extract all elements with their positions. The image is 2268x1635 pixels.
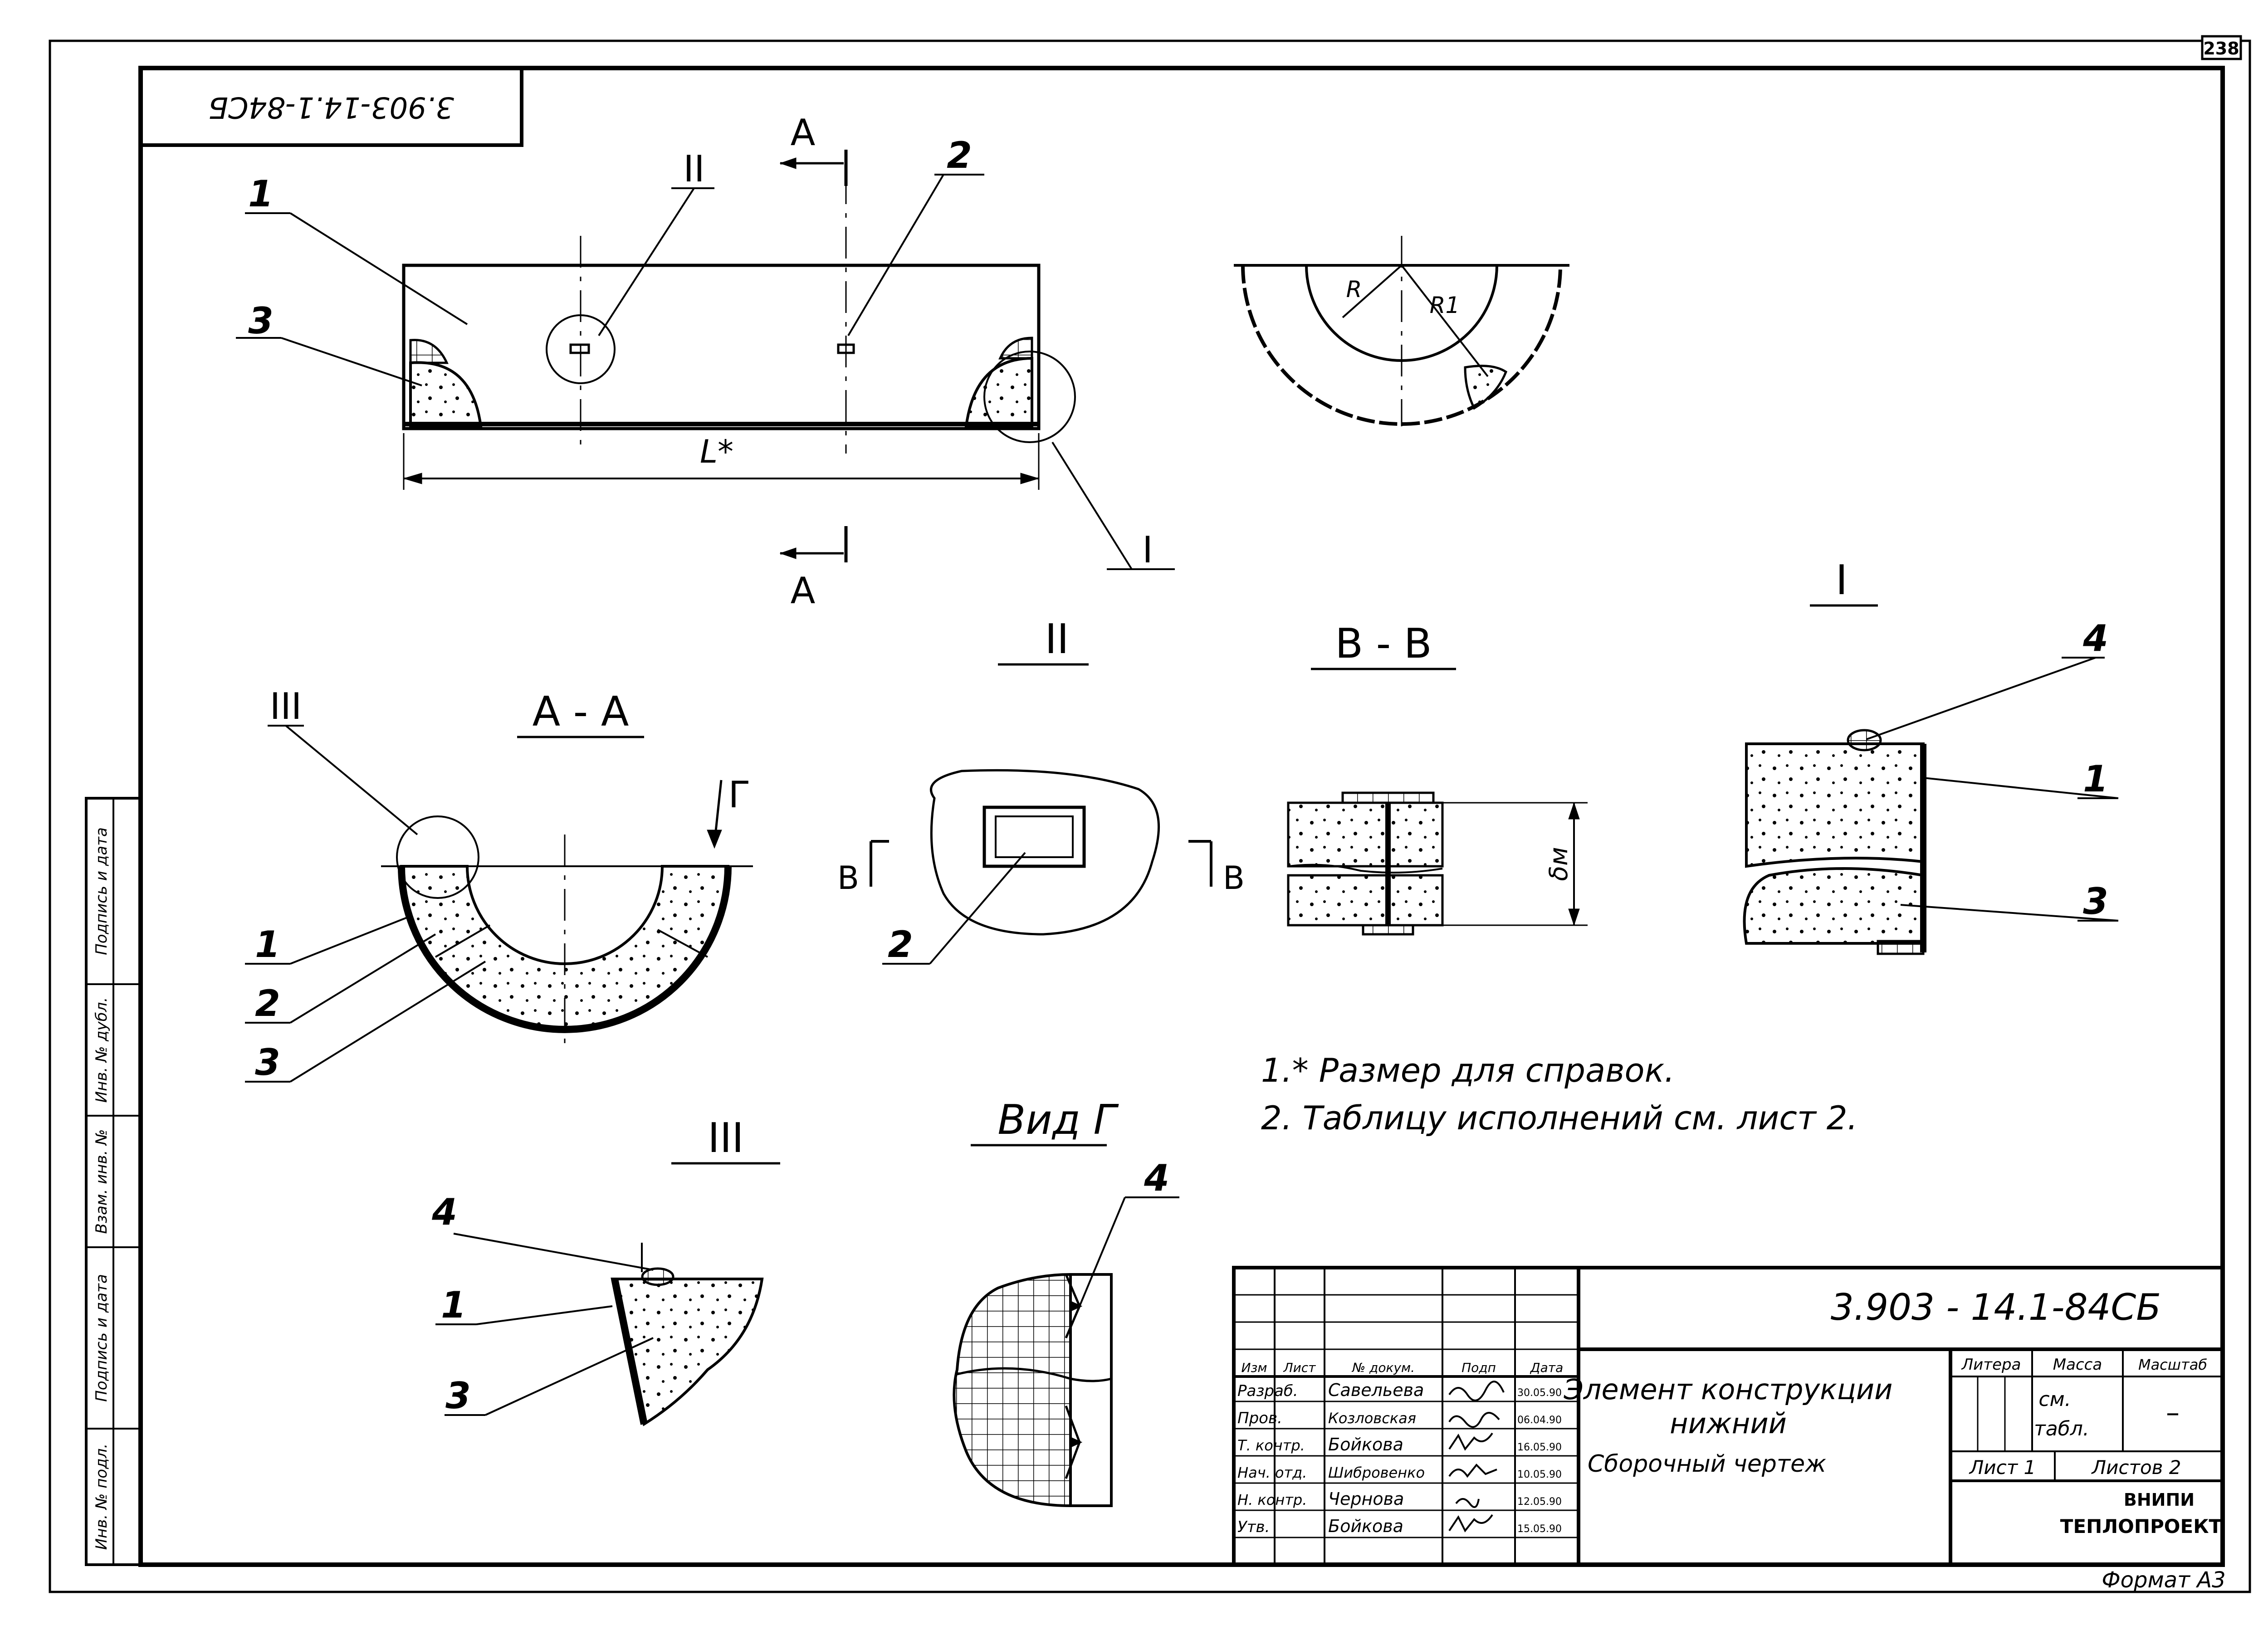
cut-b-right-label: В — [1223, 859, 1245, 897]
section-aa-leaders — [245, 725, 486, 1083]
radius-r-label: R — [1346, 276, 1362, 303]
section-bb-detail — [1287, 791, 1588, 936]
view-ii-title: II — [1045, 615, 1069, 663]
sheet-number: Лист 1 — [1969, 1456, 2036, 1479]
strip-label-5: Подпись и дата — [93, 827, 111, 955]
end-view — [1234, 236, 1569, 426]
section-aa-view — [381, 780, 753, 1043]
g-callout-4: 4 — [1144, 1157, 1169, 1199]
title-block-code: 3.903 - 14.1-84СБ — [1831, 1286, 2161, 1328]
org-line-2: ТЕПЛОПРОЕКТ — [2060, 1515, 2222, 1537]
view-g-title: Вид Г — [997, 1096, 1119, 1144]
format-label: Формат А3 — [2102, 1567, 2225, 1593]
role-2: Т. контр. — [1237, 1437, 1305, 1454]
view-g-detail — [953, 1196, 1179, 1507]
aa-callout-2: 2 — [255, 982, 280, 1025]
hdr-sign: Подп — [1461, 1360, 1496, 1375]
section-bb-title: В - В — [1335, 620, 1432, 668]
note-2: 2. Таблицу исполнений см. лист 2. — [1261, 1099, 1857, 1137]
iii-callout-4: 4 — [431, 1191, 457, 1233]
name-0: Савельева — [1328, 1380, 1424, 1400]
thickness-dimension: δм — [1544, 847, 1573, 881]
view-iii-title: III — [708, 1114, 744, 1162]
i-callout-1: 1 — [2083, 758, 2108, 800]
hdr-list: Лист — [1283, 1360, 1316, 1375]
date-3: 10.05.90 — [1517, 1469, 1562, 1480]
ii-callout-2: 2 — [888, 923, 913, 966]
title-line-1: Элемент конструкции — [1564, 1373, 1893, 1406]
mass-value-line2: табл. — [2034, 1417, 2089, 1440]
date-4: 12.05.90 — [1517, 1496, 1562, 1508]
main-front-view — [402, 172, 1076, 490]
page-number: 238 — [2203, 39, 2239, 59]
name-3: Шибровенко — [1328, 1464, 1425, 1481]
role-0: Разраб. — [1237, 1382, 1298, 1400]
name-4: Чернова — [1328, 1489, 1404, 1509]
name-2: Бойкова — [1328, 1435, 1403, 1454]
cut-b-left-label: В — [837, 859, 859, 897]
i-callout-4: 4 — [2082, 617, 2108, 659]
view-i-title: I — [1836, 556, 1848, 604]
main-view-leaders — [236, 174, 1175, 570]
view-i-detail — [1743, 657, 2119, 955]
role-3: Нач. отд. — [1237, 1464, 1307, 1481]
cut-a-markers — [779, 150, 848, 562]
arrow-g-label: Г — [728, 774, 751, 816]
hdr-date: Дата — [1530, 1360, 1564, 1375]
org-line-1: ВНИПИ — [2124, 1490, 2195, 1510]
title-block — [1232, 1266, 2224, 1567]
role-4: Н. контр. — [1237, 1491, 1307, 1508]
view-ii-detail — [870, 769, 1212, 965]
main-callout-2: 2 — [947, 134, 972, 176]
signature-rows: Разраб. Савельева 30.05.90 Пров. Козловс… — [1237, 1380, 1562, 1536]
length-dimension: L* — [700, 433, 733, 470]
name-5: Бойкова — [1328, 1516, 1403, 1536]
title-line-2: нижний — [1670, 1407, 1787, 1440]
aa-callout-3: 3 — [255, 1041, 280, 1083]
name-1: Козловская — [1328, 1410, 1416, 1427]
main-callout-3: 3 — [248, 300, 274, 342]
cut-a-label-bottom: А — [791, 570, 816, 612]
sheets-total: Листов 2 — [2091, 1456, 2181, 1479]
radius-r1-label: R1 — [1430, 292, 1460, 318]
aa-callout-1: 1 — [255, 923, 280, 966]
role-1: Пров. — [1237, 1409, 1282, 1427]
signature-marks — [1448, 1381, 1505, 1533]
hdr-doc: № докум. — [1351, 1360, 1415, 1375]
section-aa-title: А - А — [533, 688, 629, 736]
mirrored-code: 3.903-14.1-84СБ — [208, 90, 454, 124]
view-iii-detail — [435, 1233, 764, 1426]
strip-label-1: Инв. № подл. — [93, 1444, 111, 1550]
mirrored-code-box — [141, 68, 523, 147]
iii-callout-3: 3 — [445, 1375, 471, 1417]
date-2: 16.05.90 — [1517, 1442, 1562, 1453]
mass-label: Масса — [2053, 1356, 2102, 1374]
ref-ii-label: II — [683, 148, 704, 190]
date-5: 15.05.90 — [1517, 1523, 1562, 1535]
page-number-box — [2201, 35, 2242, 60]
strip-label-2: Подпись и дата — [93, 1274, 111, 1402]
iii-callout-1: 1 — [441, 1284, 466, 1326]
date-1: 06.04.90 — [1517, 1415, 1562, 1426]
strip-label-4: Инв. № дубл. — [93, 997, 111, 1103]
ref-iii-label: III — [270, 685, 302, 727]
cut-a-label-top: А — [791, 112, 816, 154]
note-1: 1.* Размер для справок. — [1261, 1051, 1675, 1089]
main-callout-1: 1 — [248, 173, 274, 215]
outer-border — [49, 39, 2251, 1593]
date-0: 30.05.90 — [1517, 1387, 1562, 1399]
scale-label: Масштаб — [2138, 1356, 2207, 1373]
title-line-3: Сборочный чертеж — [1588, 1450, 1826, 1478]
mass-value-line1: см. — [2038, 1388, 2071, 1411]
hdr-izm: Изм — [1242, 1360, 1267, 1375]
scale-value: – — [2166, 1397, 2180, 1429]
role-5: Утв. — [1237, 1518, 1270, 1536]
side-strip: Инв. № подл. Подпись и дата Взам. инв. №… — [85, 797, 142, 1566]
litera-label: Литера — [1961, 1356, 2021, 1374]
i-callout-3: 3 — [2083, 880, 2108, 922]
strip-label-3: Взам. инв. № — [93, 1129, 111, 1234]
ref-i-label: I — [1142, 529, 1153, 571]
